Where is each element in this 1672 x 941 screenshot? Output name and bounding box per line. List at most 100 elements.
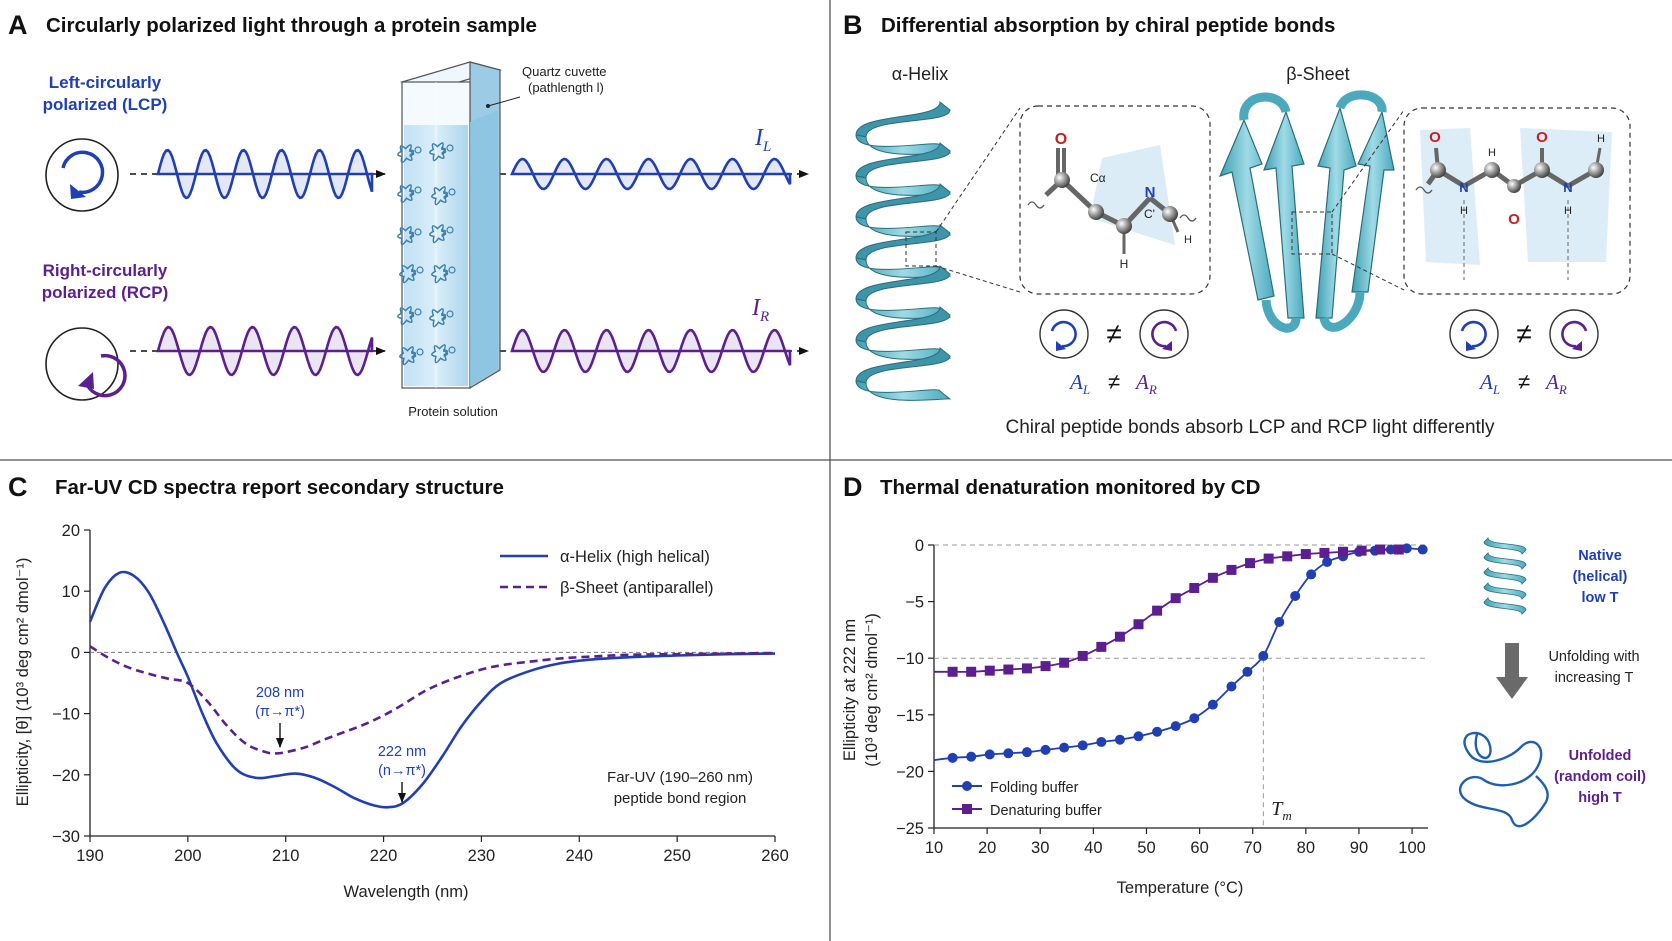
panel-b: B Differential absorption by chiral pept…	[843, 10, 1631, 438]
sheet-atom-h4: H	[1597, 133, 1605, 145]
intensity-il: IL	[754, 125, 771, 155]
panel-c-title: Far-UV CD spectra report secondary struc…	[55, 476, 504, 499]
denaturing-point	[1040, 661, 1051, 672]
folding-point	[1401, 543, 1412, 554]
x-tick-label: 50	[1137, 839, 1155, 857]
denaturing-point	[1003, 664, 1014, 675]
x-tick-label: 30	[1031, 839, 1049, 857]
sheet-atom-o3: O	[1508, 211, 1520, 228]
legend-helix-label: α-Helix (high helical)	[560, 548, 710, 566]
folding-point	[1306, 569, 1317, 580]
denaturing-point	[1375, 544, 1386, 555]
panel-a-title: Circularly polarized light through a pro…	[46, 14, 537, 37]
denaturing-point	[1170, 593, 1181, 604]
panel-d-label: D	[843, 472, 863, 502]
denaturing-point	[1226, 564, 1237, 575]
beta-sheet-ribbon	[1218, 90, 1395, 333]
folding-point	[1274, 616, 1285, 627]
x-tick-label: 210	[272, 847, 300, 865]
denaturing-point	[1393, 544, 1404, 555]
folding-point	[1322, 556, 1333, 567]
atom-calpha: Cα	[1090, 171, 1106, 185]
helix-ar: AR	[1134, 370, 1157, 397]
denaturing-point	[1319, 547, 1330, 558]
y-tick-label: −30	[52, 828, 80, 846]
panel-b-title: Differential absorption by chiral peptid…	[881, 14, 1335, 37]
annotation-208-line2: (π→π*)	[255, 704, 305, 720]
atom-h1: H	[1120, 257, 1129, 271]
sheet-zoom-box	[1291, 211, 1333, 255]
panel-d-title: Thermal denaturation monitored by CD	[880, 476, 1260, 499]
unfolding-label-line2: increasing T	[1555, 670, 1634, 686]
x-tick-label: 200	[174, 847, 202, 865]
unfolded-label-line1: Unfolded	[1569, 748, 1632, 764]
x-tick-label: 190	[76, 847, 104, 865]
intensity-ir: IR	[751, 295, 769, 325]
helix-neq-icons: ≠	[1106, 318, 1121, 349]
helix-label: α-Helix	[892, 64, 948, 84]
denaturing-point	[1059, 657, 1070, 668]
panel-b-caption: Chiral peptide bonds absorb LCP and RCP …	[1005, 417, 1495, 438]
rcp-wave-in	[156, 325, 374, 377]
folding-point	[1258, 650, 1269, 661]
folding-point	[1226, 681, 1237, 692]
lcp-label-line1: Left-circularly	[49, 73, 162, 92]
helix-zoom-box	[905, 231, 937, 267]
folding-point	[966, 751, 977, 762]
folding-point	[1290, 590, 1301, 601]
rcp-label-line1: Right-circularly	[43, 261, 168, 280]
denaturing-point	[1133, 619, 1144, 630]
y-tick-label: 0	[71, 644, 80, 662]
unfolding-label-line1: Unfolding with	[1548, 649, 1639, 665]
denaturing-point	[1189, 583, 1200, 594]
folding-point	[1170, 721, 1181, 732]
atom-o: O	[1055, 131, 1067, 148]
atom-h2: H	[1184, 234, 1192, 246]
x-tick-label: 20	[978, 839, 996, 857]
legend-folding-label: Folding buffer	[990, 780, 1079, 796]
sheet-label: β-Sheet	[1286, 64, 1349, 84]
x-tick-label: 40	[1084, 839, 1102, 857]
lcp-label-line2: polarized (LCP)	[43, 95, 168, 114]
sheet-atom-n2: N	[1563, 180, 1572, 195]
legend-denat-label: Denaturing buffer	[990, 803, 1102, 819]
y-tick-label: −20	[52, 767, 80, 785]
sheet-atom-n1: N	[1459, 180, 1468, 195]
panel-c-label: C	[8, 472, 28, 502]
sheet-al: AL	[1478, 370, 1500, 397]
legend-denat-marker	[962, 804, 972, 814]
atom-n: N	[1145, 184, 1156, 201]
rcp-label-line2: polarized (RCP)	[42, 283, 169, 302]
x-tick-label: 70	[1244, 839, 1262, 857]
chart-c-ylabel: Ellipticity, [θ] (10³ deg cm² dmol⁻¹)	[14, 558, 32, 807]
annotation-208-line1: 208 nm	[256, 685, 304, 701]
native-label-line1: Native	[1578, 548, 1622, 564]
unfolding-arrow	[1496, 643, 1528, 699]
helix-absorption-icons: ≠	[1039, 309, 1189, 359]
denaturing-point	[1021, 663, 1032, 674]
denaturing-point	[1282, 551, 1293, 562]
legend-sheet-label: β-Sheet (antiparallel)	[560, 579, 713, 597]
protein-molecules	[397, 142, 456, 366]
annotation-222-line1: 222 nm	[378, 744, 426, 760]
alpha-helix-ribbon	[855, 100, 951, 401]
folding-point	[1114, 734, 1125, 745]
atom-cprime: C'	[1144, 207, 1155, 221]
folding-point	[1207, 699, 1218, 710]
sheet-peptide-inset: O O O N N H H H H	[1403, 107, 1631, 295]
denaturing-point	[1207, 572, 1218, 583]
series-alpha-helix-line	[88, 570, 776, 809]
denaturing-point	[1338, 546, 1349, 557]
sheet-atom-h3: H	[1564, 205, 1572, 217]
denaturing-point	[984, 665, 995, 676]
sheet-neq-icons: ≠	[1516, 318, 1531, 349]
tm-label: Tm	[1271, 798, 1292, 823]
x-tick-label: 80	[1297, 839, 1315, 857]
sheet-atom-o1: O	[1429, 129, 1441, 146]
helix-al: AL	[1068, 370, 1090, 397]
y-tick-label: −10	[52, 706, 80, 724]
x-tick-label: 230	[468, 847, 496, 865]
